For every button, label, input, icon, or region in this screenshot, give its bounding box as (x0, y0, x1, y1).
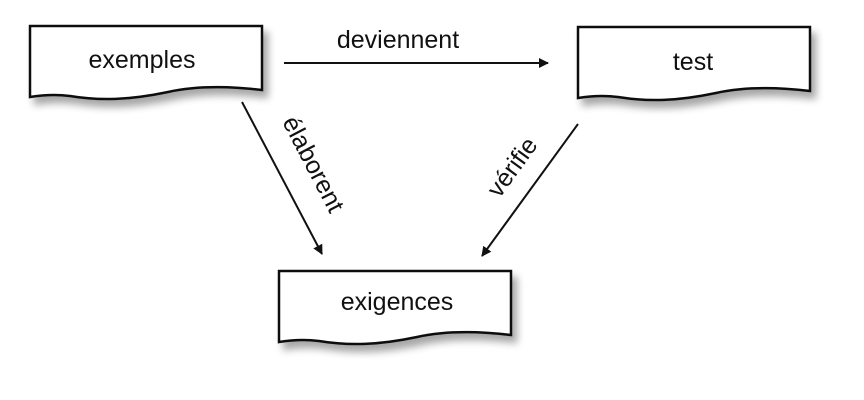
node-test-label: test (673, 48, 713, 76)
edge-exemples-test-label: deviennent (337, 26, 459, 54)
edge-test-exigences: vérifie (481, 123, 579, 257)
edge-exemples-test: deviennent (284, 26, 549, 68)
node-exigences: exigences (277, 269, 513, 346)
edge-exemples-exigences-label: élaborent (277, 112, 350, 217)
edge-exemples-exigences-line (241, 101, 323, 255)
node-test: test (576, 25, 812, 102)
node-exigences-shape (277, 269, 513, 346)
node-exemples-label: exemples (89, 46, 196, 74)
node-exemples-shape (28, 24, 264, 101)
edge-test-exigences-line (481, 123, 579, 257)
edge-exemples-exigences: élaborent (241, 101, 350, 255)
edge-test-exigences-label: vérifie (482, 132, 544, 202)
node-test-shape (576, 25, 812, 102)
node-exigences-label: exigences (341, 288, 454, 316)
node-exemples: exemples (28, 24, 264, 101)
